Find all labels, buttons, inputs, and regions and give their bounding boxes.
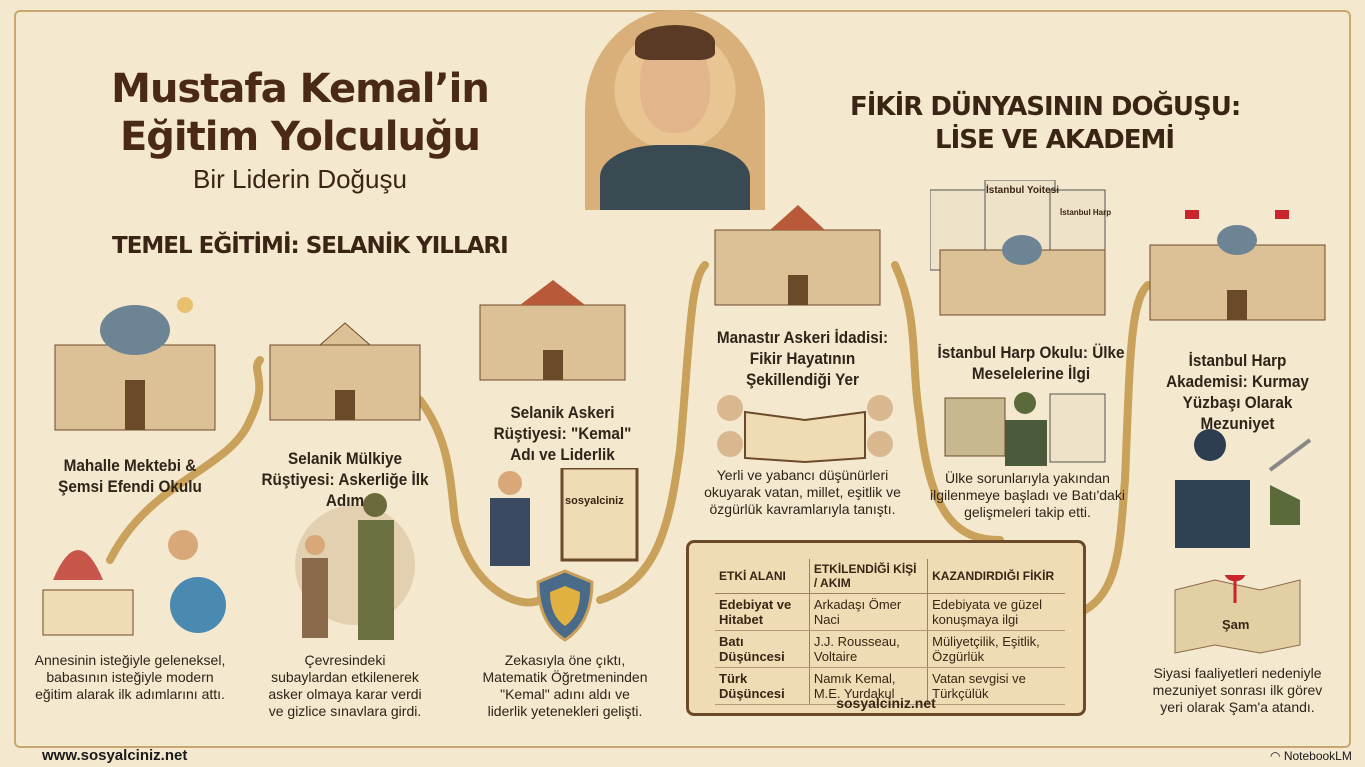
table-cell: Arkadaşı Ömer Naci	[808, 593, 928, 631]
newspaper-headline-2: İstanbul Harp	[1060, 208, 1112, 217]
table-cell: Batı Düşüncesi	[715, 630, 810, 668]
table-cell: Müliyetçilik, Eşitlik, Özgürlük	[927, 630, 1065, 668]
table-watermark: sosyalciniz.net	[836, 695, 936, 711]
mulkiye-building	[269, 322, 421, 421]
table-cell: Vatan sevgisi ve Türkçülük	[927, 667, 1065, 705]
table-cell: Namık Kemal, M.E. Yurdakul	[808, 667, 928, 705]
location-pin-icon	[1224, 575, 1246, 603]
stage-2-desc: Çevresindeki subaylardan etkilenerek ask…	[268, 652, 422, 719]
stage-3-desc: Zekasıyla öne çıktı, Matematik Öğretmeni…	[482, 652, 648, 719]
footer-brand: ◠ NotebookLM	[1270, 749, 1352, 763]
map-illustration	[1174, 575, 1301, 654]
section-right-heading-2: LİSE VE AKADEMİ	[935, 125, 1175, 155]
table-header: ETKİLENDİĞİ KİŞİ / AKIM	[808, 559, 928, 594]
section-right-heading-1: FİKİR DÜNYASININ DOĞUŞU:	[850, 92, 1241, 122]
table-header: ETKİ ALANI	[715, 559, 810, 594]
open-book-thinkers-illustration	[717, 395, 893, 464]
title-line-1: Mustafa Kemal’in	[111, 66, 490, 112]
stage-1-desc: Annesinin isteğiyle geleneksel, babasını…	[34, 652, 226, 702]
map-officer-newspaper-illustration	[944, 392, 1106, 466]
ataturk-portrait	[585, 10, 765, 210]
stage-1-title: Mahalle Mektebi & Şemsi Efendi Okulu	[58, 456, 202, 496]
map-label: Şam	[1222, 617, 1250, 632]
stage-5-desc: Ülke sorunlarıyla yakından ilgilenmeye b…	[930, 470, 1125, 520]
stage-4-title: Manastır Askeri İdadisi: Fikir Hayatının…	[716, 328, 889, 389]
stage-4-desc: Yerli ve yabancı düşünürleri okuyarak va…	[704, 467, 901, 517]
table-header: KAZANDIRDIĞI FİKİR	[927, 559, 1065, 594]
certificate-watermark: sosyalciniz	[565, 495, 624, 507]
notebooklm-logo-icon: ◠	[1270, 749, 1284, 763]
stage-5-title: İstanbul Harp Okulu: Ülke Meselelerine İ…	[937, 343, 1125, 383]
footer-brand-label: NotebookLM	[1283, 749, 1352, 763]
harp-okulu-newspapers-building	[930, 180, 1106, 316]
askeri-rustiye-building	[479, 280, 626, 381]
section-left-heading: TEMEL EĞİTİMİ: SELANİK YILLARI	[112, 233, 509, 259]
title-line-2: Eğitim Yolculuğu	[119, 114, 481, 160]
parents-book-globe-illustration	[42, 530, 226, 636]
table-cell: Edebiyata ve güzel konuşmaya ilgi	[927, 593, 1065, 631]
influences-scroll-table: ETKİ ALANI ETKİLENDİĞİ KİŞİ / AKIM KAZAN…	[686, 540, 1086, 716]
boy-and-officer-illustration	[295, 493, 415, 640]
footer-website: www.sosyalciniz.net	[42, 747, 188, 764]
newspaper-headline-1: İstanbul Yoitesi	[986, 185, 1059, 196]
stage-2-title: Selanik Mülkiye Rüştiyesi: Askerliğe İlk…	[261, 449, 429, 510]
harp-akademisi-building	[1149, 210, 1326, 321]
mosque-school-building	[54, 297, 216, 431]
table-cell: J.J. Rousseau, Voltaire	[808, 630, 928, 668]
stage-6-title: İstanbul Harp Akademisi: Kurmay Yüzbaşı …	[1166, 351, 1309, 433]
graduate-officer-illustration	[1175, 429, 1312, 548]
teacher-certificate-illustration	[490, 468, 639, 566]
table-cell: Türk Düşüncesi	[715, 667, 810, 705]
stage-6-desc: Siyasi faaliyetleri nedeniyle mezuniyet …	[1152, 665, 1323, 715]
stage-3-title: Selanik Askeri Rüştiyesi: "Kemal" Adı ve…	[493, 403, 632, 464]
shield-icon	[536, 569, 594, 642]
table-cell: Edebiyat ve Hitabet	[715, 593, 810, 631]
manastir-idadi-building	[714, 205, 881, 306]
subtitle: Bir Liderin Doğuşu	[193, 164, 407, 194]
